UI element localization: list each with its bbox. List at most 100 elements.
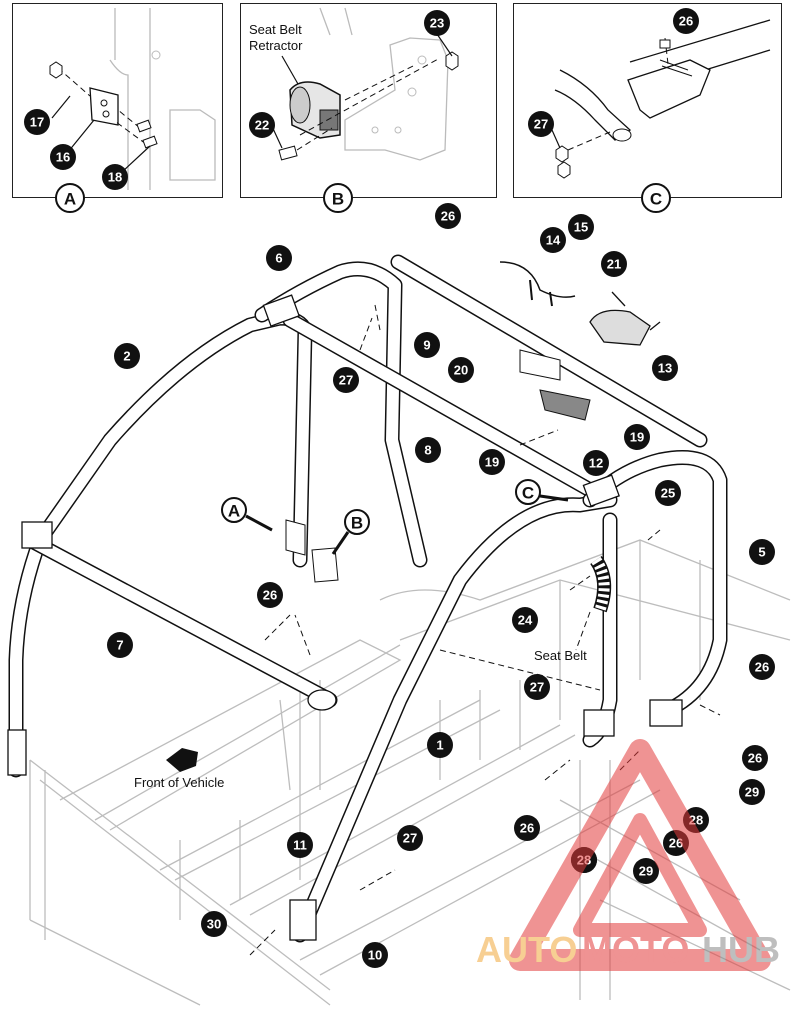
svg-text:27: 27 <box>339 373 353 388</box>
seat-belt-label: Seat Belt <box>534 648 587 663</box>
callout-25: 25 <box>655 480 681 506</box>
svg-text:7: 7 <box>116 638 123 653</box>
callout-2: 2 <box>114 343 140 369</box>
svg-text:23: 23 <box>430 16 444 31</box>
svg-text:10: 10 <box>368 948 382 963</box>
svg-text:9: 9 <box>423 338 430 353</box>
svg-text:13: 13 <box>658 361 672 376</box>
callout-26: 26 <box>257 582 283 608</box>
svg-text:26: 26 <box>679 14 693 29</box>
seat-belt-retractor-label-2: Retractor <box>249 38 303 53</box>
svg-text:29: 29 <box>639 864 653 879</box>
svg-text:27: 27 <box>403 831 417 846</box>
svg-text:27: 27 <box>530 680 544 695</box>
callout-29: 29 <box>739 779 765 805</box>
svg-text:6: 6 <box>275 251 282 266</box>
svg-text:14: 14 <box>546 233 561 248</box>
svg-text:15: 15 <box>574 220 588 235</box>
detail-a-tag: A <box>55 183 85 213</box>
rops-tubes <box>7 254 728 943</box>
svg-text:30: 30 <box>207 917 221 932</box>
svg-text:19: 19 <box>630 430 644 445</box>
callout-26: 26 <box>742 745 768 771</box>
callout-19: 19 <box>479 449 505 475</box>
svg-text:C: C <box>522 484 534 503</box>
callout-26: 26 <box>435 203 461 229</box>
callout-13: 13 <box>652 355 678 381</box>
callout-26: 26 <box>749 654 775 680</box>
svg-text:27: 27 <box>534 117 548 132</box>
svg-text:18: 18 <box>108 170 122 185</box>
fastener-leaders <box>249 304 721 956</box>
callout-26: 26 <box>514 815 540 841</box>
svg-text:20: 20 <box>454 363 468 378</box>
svg-text:2: 2 <box>123 349 130 364</box>
detail-b-box <box>240 3 497 198</box>
svg-text:26: 26 <box>755 660 769 675</box>
svg-text:11: 11 <box>293 838 307 853</box>
svg-text:16: 16 <box>56 150 70 165</box>
view-markers: A B C <box>221 479 569 555</box>
callout-11: 11 <box>287 832 313 858</box>
marker-a: A <box>221 497 273 532</box>
svg-text:25: 25 <box>661 486 675 501</box>
callout-9: 9 <box>414 332 440 358</box>
callout-27: 27 <box>333 367 359 393</box>
svg-text:24: 24 <box>518 613 533 628</box>
svg-text:29: 29 <box>745 785 759 800</box>
svg-text:B: B <box>351 514 363 533</box>
callout-7: 7 <box>107 632 133 658</box>
detail-c-tag: C <box>641 183 671 213</box>
callout-19: 19 <box>624 424 650 450</box>
watermark: AUTO MOTO HUB <box>476 739 780 971</box>
marker-b: B <box>331 509 370 555</box>
svg-text:12: 12 <box>589 456 603 471</box>
svg-text:A: A <box>64 190 76 209</box>
callout-17: 17 <box>24 109 50 135</box>
svg-text:21: 21 <box>607 257 621 272</box>
svg-text:8: 8 <box>424 443 431 458</box>
svg-text:26: 26 <box>520 821 534 836</box>
callout-6: 6 <box>266 245 292 271</box>
wire-harness-and-light <box>499 261 661 421</box>
detail-b-tag: B <box>323 183 353 213</box>
callout-30: 30 <box>201 911 227 937</box>
callout-24: 24 <box>512 607 538 633</box>
callout-29: 29 <box>633 858 659 884</box>
detail-c-drawing <box>551 19 771 179</box>
callout-16: 16 <box>50 144 76 170</box>
callout-27: 27 <box>524 674 550 700</box>
svg-text:22: 22 <box>255 118 269 133</box>
svg-text:5: 5 <box>758 545 765 560</box>
svg-text:26: 26 <box>441 209 455 224</box>
callout-14: 14 <box>540 227 566 253</box>
svg-text:26: 26 <box>263 588 277 603</box>
svg-text:A: A <box>228 502 240 521</box>
callout-5: 5 <box>749 539 775 565</box>
callout-21: 21 <box>601 251 627 277</box>
front-of-vehicle-indicator: Front of Vehicle <box>134 748 224 790</box>
front-of-vehicle-label: Front of Vehicle <box>134 775 224 790</box>
callout-23: 23 <box>424 10 450 36</box>
detail-a-drawing <box>49 8 216 190</box>
detail-b-drawing: Seat Belt Retractor <box>249 7 459 161</box>
svg-text:17: 17 <box>30 115 44 130</box>
watermark-hub: HUB <box>702 929 780 970</box>
callout-1: 1 <box>427 732 453 758</box>
callout-10: 10 <box>362 942 388 968</box>
callout-22: 22 <box>249 112 275 138</box>
callout-12: 12 <box>583 450 609 476</box>
watermark-auto: AUTO <box>476 929 577 970</box>
callout-8: 8 <box>415 437 441 463</box>
svg-text:C: C <box>650 190 662 209</box>
callout-26-detail-c: 26 <box>673 8 699 34</box>
callout-18: 18 <box>102 164 128 190</box>
detail-callouts: 17 16 18 23 22 26 27 <box>24 8 699 190</box>
vehicle-frame <box>29 539 791 1006</box>
callout-27: 27 <box>397 825 423 851</box>
callout-20: 20 <box>448 357 474 383</box>
seat-belt-retractor-label-1: Seat Belt <box>249 22 302 37</box>
detail-tags: A B C <box>55 183 671 213</box>
